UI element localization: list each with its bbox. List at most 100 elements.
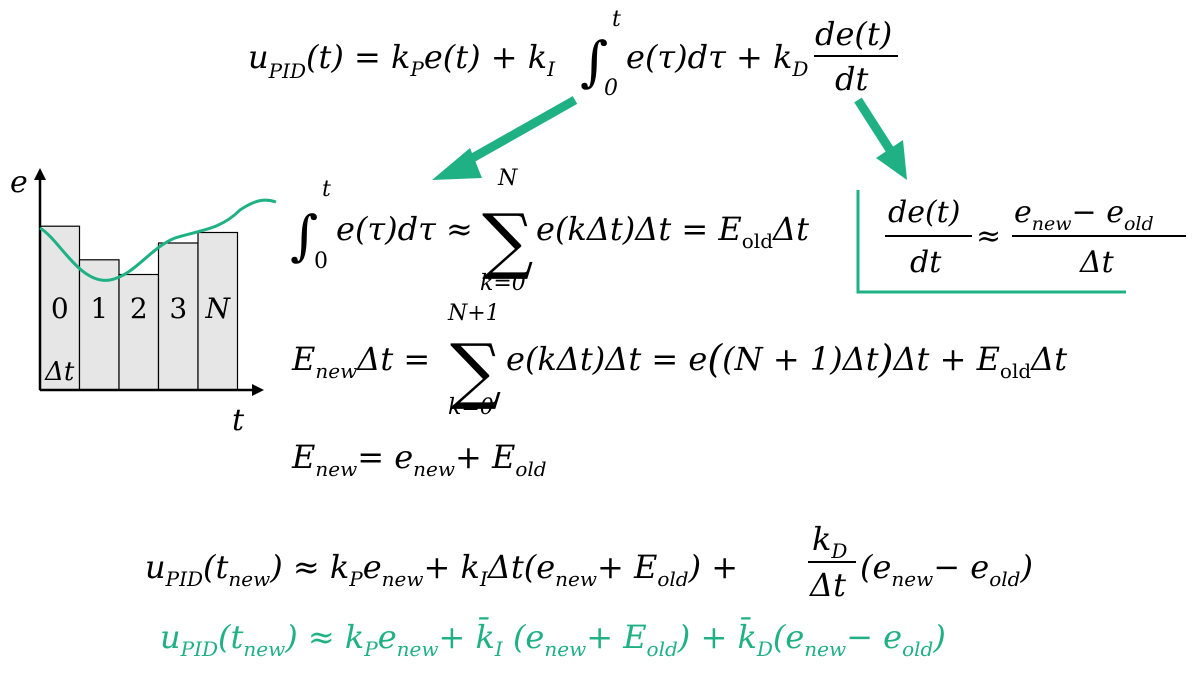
uf-arg-close: ) ≈ k bbox=[284, 618, 364, 656]
pid-term2: e(τ)dτ + k bbox=[626, 38, 792, 76]
ua-tail-e-sub: new bbox=[891, 567, 933, 591]
enew-rhs-3: Δt + E bbox=[891, 340, 999, 378]
pid-frac-num: de(t) bbox=[815, 15, 892, 53]
enew-rhs-1: e(kΔt)Δt = e bbox=[506, 340, 707, 378]
svg-text:e(τ)dτ + kD: e(τ)dτ + kD bbox=[626, 38, 808, 81]
svg-text:Enew= enew+ Eold: Enew= enew+ Eold bbox=[291, 438, 547, 481]
bar-label-1: 1 bbox=[90, 292, 108, 325]
pid-kp-sub: P bbox=[409, 57, 424, 81]
enew2-eq: = e bbox=[357, 438, 413, 476]
pid-integral-sign: ∫ bbox=[580, 30, 608, 93]
approx-int-lower: 0 bbox=[314, 249, 328, 274]
ua-ki-sub: I bbox=[479, 567, 489, 591]
uf-tail-old-sub: old bbox=[902, 637, 933, 661]
bar-sub-label-0: Δt bbox=[44, 357, 75, 387]
deriv-e-old-sub: old bbox=[1124, 213, 1154, 235]
enew-sum-sign: ∑ bbox=[450, 328, 501, 412]
ua-kp-sub: P bbox=[348, 567, 363, 591]
bar-1 bbox=[78, 259, 120, 391]
uf-e1-sub: new bbox=[397, 637, 439, 661]
ua-e1-sub: new bbox=[382, 567, 424, 591]
approx-integral-sign: ∫ bbox=[290, 204, 318, 267]
bar-label-4: N bbox=[205, 292, 232, 325]
enew-sum-lower: k=0 bbox=[448, 395, 494, 420]
approx-integrand: e(τ)dτ ≈ bbox=[336, 210, 473, 248]
uf-u-sub: PID bbox=[180, 637, 218, 661]
bar-label-3: 3 bbox=[169, 292, 187, 325]
bar-label-0: 0 bbox=[51, 292, 69, 325]
pid-int-lower: 0 bbox=[604, 76, 618, 101]
pid-equation: uPID(t) = kPe(t) + kI ∫ t 0 e(τ)dτ + kD … bbox=[248, 7, 898, 101]
pid-int-upper: t bbox=[612, 7, 621, 32]
approx-rhs-tail: Δt bbox=[771, 210, 809, 248]
uf-arg-sub: new bbox=[243, 637, 285, 661]
bar-0 bbox=[39, 225, 81, 391]
approx-rhs: e(kΔt)Δt = E bbox=[536, 210, 742, 248]
uf-plus-E: + E bbox=[586, 618, 646, 656]
enew2-E: E bbox=[291, 438, 315, 476]
svg-text:uPID(tnew) ≈ kPenew+ kIΔt(enew: uPID(tnew) ≈ kPenew+ kIΔt(enew+ Eold) + bbox=[145, 548, 738, 591]
arrow-to-derivative bbox=[854, 97, 907, 180]
enew-rhs-sub: old bbox=[1000, 359, 1031, 383]
ua-arg-open: (t bbox=[203, 548, 228, 586]
enew-rhs-tail: Δt bbox=[1029, 340, 1067, 378]
u-approx-equation: uPID(tnew) ≈ kPenew+ kIΔt(enew+ Eold) + … bbox=[145, 520, 1033, 604]
uf-e2-sub: new bbox=[544, 637, 586, 661]
svg-text:EnewΔt =: EnewΔt = bbox=[291, 340, 430, 383]
uf-tail-minus: − e bbox=[846, 618, 902, 656]
ua-arg-close: ) ≈ k bbox=[269, 548, 349, 586]
enew-short-equation: Enew= enew+ Eold bbox=[291, 438, 547, 481]
u-final-equation: uPID(tnew) ≈ kPenew+ k̄I (enew+ Eold) + … bbox=[160, 617, 946, 661]
approx-sum-lower: k=0 bbox=[480, 271, 526, 296]
pid-u: u bbox=[248, 38, 269, 76]
ua-frac-num-sub: D bbox=[830, 539, 847, 563]
svg-text:enew− eold: enew− eold bbox=[1014, 195, 1154, 235]
pid-u-sub: PID bbox=[268, 59, 306, 83]
svg-text:uPID(t) = kPe(t) + kI: uPID(t) = kPe(t) + kI bbox=[248, 38, 556, 83]
uf-ki-sub: I bbox=[494, 637, 504, 661]
ua-arg-sub: new bbox=[228, 567, 270, 591]
ua-u: u bbox=[145, 548, 166, 586]
svg-text:e(kΔt)Δt = e((N + 1)Δt)Δt + Eo: e(kΔt)Δt = e((N + 1)Δt)Δt + EoldΔt bbox=[506, 337, 1067, 383]
enew-E-sub: new bbox=[315, 359, 357, 383]
enew-sum-upper: N+1 bbox=[447, 301, 500, 326]
deriv-rhs-den: Δt bbox=[1079, 245, 1115, 280]
enew-sum-equation: EnewΔt = ∑ N+1 k=0 e(kΔt)Δt = e((N + 1)Δ… bbox=[291, 301, 1067, 420]
ua-E-sub: old bbox=[657, 567, 688, 591]
uf-u: u bbox=[160, 618, 181, 656]
uf-tail-close: ) bbox=[932, 618, 945, 656]
deriv-num: de(t) bbox=[888, 195, 960, 230]
arrow-to-integral bbox=[432, 96, 578, 180]
enew2-E-sub: new bbox=[315, 457, 357, 481]
ua-u-sub: PID bbox=[165, 567, 203, 591]
svg-text:e(kΔt)Δt = EoldΔt: e(kΔt)Δt = EoldΔt bbox=[536, 210, 809, 253]
deriv-e-new-sub: new bbox=[1032, 213, 1072, 235]
uf-paren-close: ) + k̄ bbox=[677, 617, 757, 656]
deriv-den: dt bbox=[910, 245, 942, 280]
pid-ki-sub: I bbox=[546, 57, 556, 81]
ua-frac-den: Δt bbox=[808, 566, 846, 604]
approx-sum-sign: ∑ bbox=[482, 198, 533, 282]
uf-plus-ki: + k̄ bbox=[438, 617, 494, 656]
uf-arg-open: (t bbox=[218, 618, 243, 656]
error-curve bbox=[39, 198, 277, 282]
deriv-e-new: e bbox=[1014, 195, 1032, 230]
ua-close: ) + bbox=[688, 548, 738, 586]
enew-rhs-2: (N + 1)Δt bbox=[722, 340, 879, 378]
ua-plus-ki: + k bbox=[423, 548, 479, 586]
approx-sum-upper: N bbox=[497, 166, 518, 191]
uf-tail-e-sub: new bbox=[804, 637, 846, 661]
derivative-box bbox=[856, 190, 1126, 294]
y-axis-label: e bbox=[10, 165, 28, 200]
ua-dt-paren: Δt(e bbox=[486, 548, 555, 586]
uf-e1: e bbox=[378, 618, 397, 656]
integral-approximation: ∫ t 0 e(τ)dτ ≈ ∑ N k=0 e(kΔt)Δt = EoldΔt bbox=[290, 166, 809, 296]
enew2-plus: + E bbox=[455, 438, 515, 476]
uf-kp-sub: P bbox=[363, 637, 378, 661]
uf-E-sub: old bbox=[647, 637, 678, 661]
ua-frac-num: k bbox=[812, 520, 831, 558]
svg-text:kD: kD bbox=[812, 520, 847, 563]
